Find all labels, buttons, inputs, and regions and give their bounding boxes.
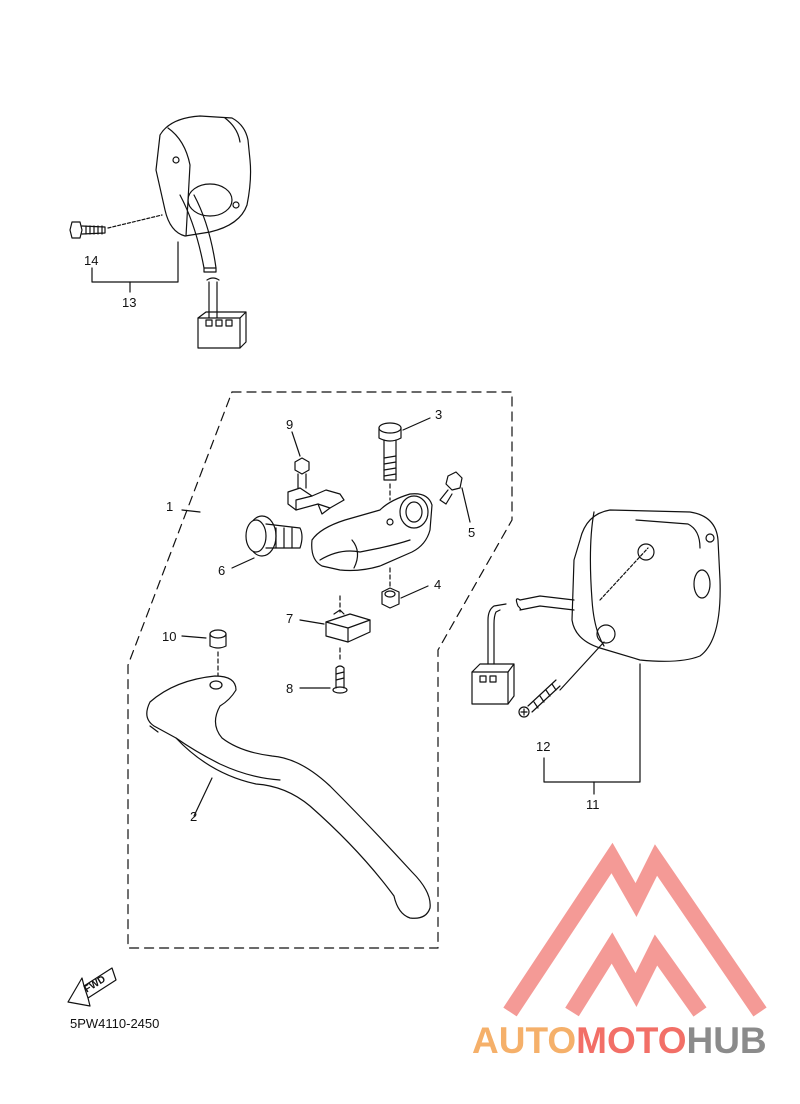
callout-1: 1 bbox=[166, 499, 174, 514]
callout-10: 10 bbox=[162, 629, 177, 644]
watermark-brand-text: AUTOMOTOHUB bbox=[472, 1020, 767, 1062]
screw-12 bbox=[518, 679, 561, 718]
left-handlebar-switch bbox=[155, 115, 252, 349]
screw-14 bbox=[69, 221, 106, 239]
brand-part-hub: HUB bbox=[686, 1020, 767, 1061]
right-handlebar-switch bbox=[471, 509, 721, 705]
watermark-logo-icon bbox=[503, 842, 767, 1017]
callout-9: 9 bbox=[286, 417, 294, 432]
callout-14: 14 bbox=[84, 253, 99, 268]
holder-bracket bbox=[287, 487, 345, 515]
callout-8: 8 bbox=[286, 681, 294, 696]
bolt-9 bbox=[291, 431, 310, 489]
collar-10 bbox=[181, 629, 227, 677]
brand-part-moto: MOTO bbox=[576, 1020, 687, 1061]
assembly-boundary bbox=[127, 391, 513, 949]
lever-holder bbox=[311, 493, 433, 572]
part-code: 5PW4110-2450 bbox=[70, 1016, 160, 1031]
fwd-arrow-icon bbox=[67, 967, 117, 1007]
callout-13: 13 bbox=[122, 295, 137, 310]
clutch-switch-7 bbox=[299, 595, 371, 643]
callout-11: 11 bbox=[586, 797, 600, 812]
brand-part-auto: AUTO bbox=[472, 1020, 577, 1061]
bolt-3 bbox=[378, 417, 431, 501]
callout-4: 4 bbox=[434, 577, 442, 592]
callout-7: 7 bbox=[286, 611, 294, 626]
callout-3: 3 bbox=[435, 407, 443, 422]
clutch-lever-2 bbox=[146, 675, 431, 919]
callout-2: 2 bbox=[190, 809, 198, 824]
callout-5: 5 bbox=[468, 525, 476, 540]
nut-4 bbox=[381, 567, 429, 609]
screw-8 bbox=[299, 647, 348, 694]
adjuster-6 bbox=[231, 515, 303, 569]
callout-6: 6 bbox=[218, 563, 226, 578]
bolt-5 bbox=[439, 471, 471, 523]
callout-12: 12 bbox=[536, 739, 551, 754]
